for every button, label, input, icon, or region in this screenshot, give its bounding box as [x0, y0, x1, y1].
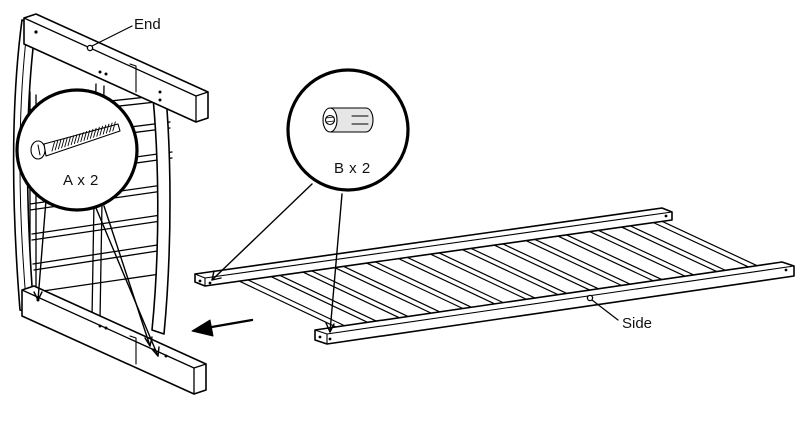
side-slat-edge [450, 243, 572, 302]
side-slat-edge [364, 256, 486, 315]
side-slat-edge [459, 242, 581, 301]
side-slat-edge [586, 224, 708, 282]
side-slat-edge [300, 265, 422, 324]
side-slat-edge [554, 228, 676, 287]
side-slat-edge [269, 269, 391, 329]
side-slat-edge [323, 261, 445, 320]
side-frame-holes [198, 214, 788, 341]
callout-a [15, 88, 160, 357]
side-back-rail [194, 207, 673, 287]
side-slat-edge [522, 233, 644, 291]
side-slat-edge [395, 251, 518, 310]
side-slat-edge [332, 260, 454, 319]
arrow-left-icon [191, 318, 254, 337]
side-slat-edge [427, 247, 549, 305]
end-top-rail [23, 13, 209, 123]
side-slat-edge [490, 237, 613, 296]
end-right-post [149, 69, 171, 335]
end-bottom-rail [21, 285, 207, 395]
side-leader [591, 299, 619, 321]
end-leader [91, 25, 133, 47]
end-panel [12, 13, 209, 395]
side-slat-edge [355, 257, 477, 316]
side-slat-edge [617, 219, 739, 277]
side-slat-edge [237, 274, 359, 333]
side-slat-edge [608, 220, 730, 279]
side-slat-edge [418, 248, 540, 306]
side-slat-edge [481, 239, 604, 297]
callout-b-label: B x 2 [334, 160, 371, 177]
side-slat-edge [260, 271, 382, 330]
side-slat-edge [577, 225, 699, 283]
side-slat-edge [228, 275, 350, 334]
side-slat-edge [545, 229, 667, 288]
bolt-icon [30, 121, 121, 160]
end-label: End [134, 16, 161, 33]
side-slat-edge [513, 234, 635, 292]
side-slat-edge [291, 266, 413, 325]
side-slat-edge [386, 252, 509, 311]
callout-a-label: A x 2 [63, 172, 99, 189]
side-label-dot [586, 294, 594, 302]
side-frame-slats [228, 215, 771, 334]
side-slat-edge [640, 216, 762, 274]
end-label-dot [86, 44, 94, 52]
side-slat-edge [649, 215, 771, 273]
side-frame [194, 207, 795, 345]
side-label: Side [622, 315, 653, 332]
side-front-rail [314, 261, 795, 345]
barrel-nut-icon [322, 107, 374, 133]
callout-b [211, 68, 410, 333]
